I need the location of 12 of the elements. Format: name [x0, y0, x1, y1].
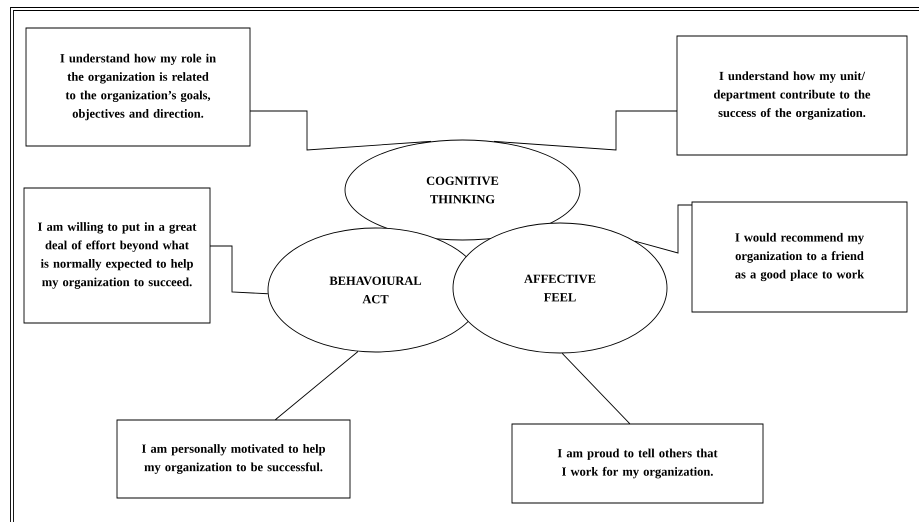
statement-box: I am personally motivated to help my organization to be successful. — [116, 420, 350, 498]
statement-box: I understand how my role in the organization is related to the organization’s goals, objectives and direction. — [26, 28, 250, 146]
statement-box: I am proud to tell others that I work for my organization. — [512, 424, 764, 504]
connector-line — [210, 246, 268, 294]
connector-line — [274, 351, 358, 420]
connector-line — [250, 110, 432, 150]
statement-box: I would recommend my organization to a friend as a good place to work — [692, 202, 908, 312]
statement-box: I am willing to put in a great deal of effort beyond what is normally expected to help my organization to succeed. — [24, 188, 210, 324]
connector-line — [494, 110, 678, 150]
statement-box: I understand how my unit/ department contribute to the success of the organization. — [676, 36, 908, 156]
connector-line — [634, 204, 692, 254]
connector-line — [562, 352, 630, 424]
